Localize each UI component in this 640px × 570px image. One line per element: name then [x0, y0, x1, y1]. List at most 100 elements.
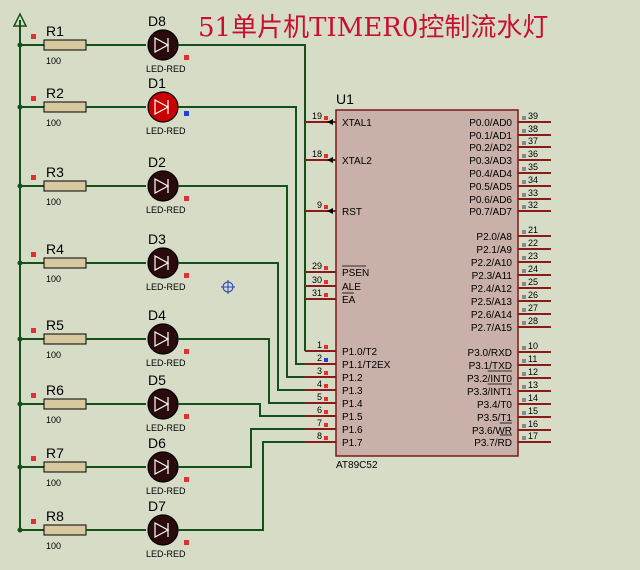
chip-pin-name: P2.5/A13 [471, 297, 513, 308]
chip-pin-marker [324, 345, 328, 349]
led-value: LED-RED [146, 282, 186, 292]
chip-pin-marker [324, 280, 328, 284]
chip-pin-number: 17 [528, 431, 538, 441]
led-label: D2 [148, 154, 166, 170]
resistor-body[interactable] [43, 180, 87, 192]
resistor-label: R1 [46, 23, 64, 39]
pin-arrow-icon [327, 157, 333, 163]
chip-pin-name: P0.7/AD7 [469, 207, 512, 218]
pin-marker [31, 96, 36, 101]
led-triangle-icon [154, 395, 170, 413]
led-body[interactable] [147, 170, 179, 202]
resistor-body[interactable] [43, 398, 87, 410]
chip-pin-name: P0.5/AD5 [469, 182, 512, 193]
led-chip-wire [178, 185, 305, 378]
pin-arrow-icon [327, 119, 333, 125]
chip-pin-marker [324, 371, 328, 375]
resistor-label: R2 [46, 85, 64, 101]
resistor-value: 100 [46, 541, 61, 551]
led-body[interactable] [147, 451, 179, 483]
chip-pin-marker [522, 411, 526, 415]
chip-pin-marker [522, 398, 526, 402]
chip-pin-name: P2.4/A12 [471, 284, 513, 295]
pin-marker [184, 196, 189, 201]
chip-pin-name: P3.6/WR [472, 426, 512, 437]
resistor-value: 100 [46, 118, 61, 128]
junction-dot [17, 464, 23, 470]
chip-pin-marker [522, 243, 526, 247]
chip-pin-marker [522, 282, 526, 286]
led-value: LED-RED [146, 549, 186, 559]
chip-pin-number: 27 [528, 303, 538, 313]
chip-pin-number: 28 [528, 316, 538, 326]
pin-arrow-icon [327, 208, 333, 214]
chip-pin-marker [522, 321, 526, 325]
chip-pin-name: P1.0/T2 [342, 347, 377, 358]
chip-pin-name: P1.5 [342, 412, 363, 423]
led-label: D6 [148, 435, 166, 451]
pin-marker [184, 414, 189, 419]
led-body[interactable] [147, 514, 179, 546]
chip-pin-name: P2.2/A10 [471, 258, 513, 269]
chip-pin-name: P2.6/A14 [471, 310, 513, 321]
led-body[interactable] [147, 323, 179, 355]
chip-pin-marker [324, 205, 328, 209]
pin-marker [184, 349, 189, 354]
chip-pin-marker [522, 205, 526, 209]
resistor-value: 100 [46, 56, 61, 66]
chip-reference: U1 [336, 91, 354, 107]
led-body[interactable] [147, 91, 179, 123]
led-label: D3 [148, 231, 166, 247]
chip-pin-number: 12 [528, 367, 538, 377]
chip-pin-number: 31 [312, 288, 322, 298]
schematic-title: 51单片机TIMER0控制流水灯 [198, 13, 548, 43]
chip-pin-number: 32 [528, 200, 538, 210]
chip-pin-marker [522, 346, 526, 350]
chip-body[interactable] [335, 109, 519, 457]
junction-dot [17, 336, 23, 342]
chip-pin-number: 23 [528, 251, 538, 261]
chip-pin-number: 30 [312, 275, 322, 285]
chip-pin-number: 36 [528, 149, 538, 159]
led-body[interactable] [147, 247, 179, 279]
led-body[interactable] [147, 388, 179, 420]
chip-pin-number: 39 [528, 111, 538, 121]
led-chip-wire [178, 441, 305, 531]
pin-marker [31, 252, 36, 257]
resistor-body[interactable] [43, 333, 87, 345]
chip-pin-marker [522, 269, 526, 273]
chip-pin-number: 15 [528, 406, 538, 416]
chip-pin-number: 7 [317, 418, 322, 428]
chip-pin-name: EA [342, 295, 356, 306]
led-value: LED-RED [146, 358, 186, 368]
chip-pin-name: P2.0/A8 [476, 232, 512, 243]
resistor-label: R8 [46, 508, 64, 524]
resistor-label: R5 [46, 317, 64, 333]
resistor-label: R4 [46, 241, 64, 257]
resistor-body[interactable] [43, 39, 87, 51]
resistor-body[interactable] [43, 524, 87, 536]
pin-marker [31, 34, 36, 39]
led-label: D7 [148, 498, 166, 514]
chip-pin-marker [324, 116, 328, 120]
pin-marker [31, 328, 36, 333]
chip-pin-name: P3.4/T0 [477, 400, 512, 411]
led-label: D4 [148, 307, 166, 323]
led-body[interactable] [147, 29, 179, 61]
chip-part-number: AT89C52 [336, 460, 378, 471]
chip-pin-number: 10 [528, 341, 538, 351]
resistor-body[interactable] [43, 101, 87, 113]
resistor-body[interactable] [43, 461, 87, 473]
pin-marker [184, 55, 189, 60]
chip-pin-marker [324, 384, 328, 388]
chip-pin-marker [522, 180, 526, 184]
resistor-body[interactable] [43, 257, 87, 269]
chip-pin-marker [522, 141, 526, 145]
pin-marker [31, 519, 36, 524]
chip-pin-number: 2 [317, 353, 322, 363]
led-label: D5 [148, 372, 166, 388]
pin-marker [184, 273, 189, 278]
chip-pin-number: 34 [528, 175, 538, 185]
